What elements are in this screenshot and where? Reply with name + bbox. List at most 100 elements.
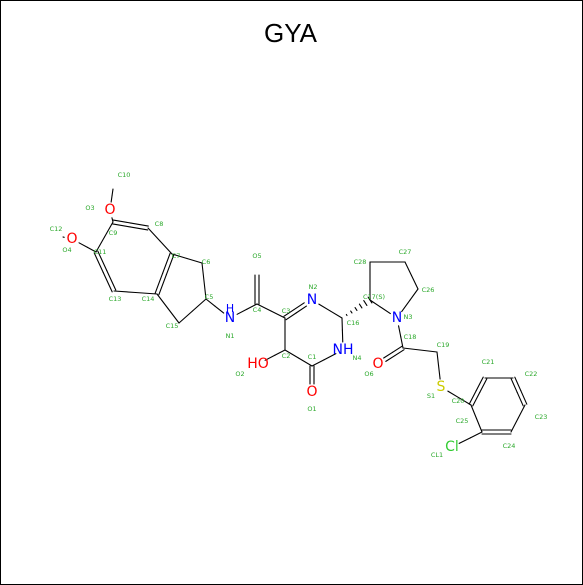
bond-c25-cl1	[470, 431, 483, 439]
bond-c16-c17	[350, 310, 353, 314]
bond-c19-s1	[436, 351, 440, 367]
atom-label-c26: C26	[422, 286, 435, 294]
atom-label-c24: C24	[503, 442, 516, 450]
atom-label-c21: C21	[482, 358, 495, 366]
bond-c9-c8	[112, 223, 131, 228]
bond-n3-c17	[379, 306, 391, 315]
bond-c3-n2	[295, 305, 308, 314]
atom-label-c18: C18	[404, 333, 417, 341]
bond-c25-c20	[475, 417, 483, 433]
bond-c2-o2	[264, 354, 276, 361]
bond-c18-o6	[392, 345, 403, 353]
bond-c9-c8	[130, 222, 149, 227]
bond-c19-s1	[437, 364, 441, 380]
bond-c11-c9	[103, 221, 114, 238]
bond-n3-c18	[400, 336, 404, 349]
bond-c11-c9	[95, 236, 106, 253]
bond-c8-c7	[159, 240, 173, 255]
atom-label-o6: O6	[364, 370, 373, 378]
atom-label-c23: C23	[535, 413, 548, 421]
bond-c4-c3	[256, 303, 272, 312]
atom-symbol-o4: O	[66, 231, 77, 247]
atom-label-c22: C22	[525, 370, 538, 378]
atom-label-n4: N4	[353, 354, 362, 362]
atom-label-c6: C6	[202, 258, 211, 266]
atom-label-c5: C5	[205, 293, 214, 301]
atom-label-c14: C14	[142, 295, 155, 303]
atom-label-c15: C15	[166, 322, 179, 330]
atom-symbol-o6: O	[372, 356, 383, 372]
bond-c15-c14	[167, 307, 180, 324]
bond-n3-c17	[369, 299, 381, 308]
bond-c5-n1	[214, 305, 225, 314]
atom-symbol-cl1: Cl	[445, 439, 459, 455]
atom-label-o3: O3	[85, 204, 94, 212]
bond-c8-c7	[147, 227, 161, 242]
bond-n4-c1	[311, 359, 325, 367]
bond-c5-n1	[205, 298, 216, 307]
bond-c22-c23	[520, 390, 528, 405]
bond-c13-c11	[106, 270, 117, 291]
bond-c11-o4	[86, 246, 97, 253]
bond-c18-o6	[383, 351, 394, 359]
bond-c3-n2	[293, 302, 305, 311]
bond-n2-c16	[329, 310, 343, 319]
bond-c5-c15	[191, 298, 207, 312]
bond-c13-c11	[97, 250, 108, 272]
bond-c7-c14	[158, 274, 167, 296]
bond-c9-c8	[129, 226, 149, 231]
bond-c9-c8	[112, 219, 132, 224]
bond-c7-c6	[186, 257, 203, 264]
atom-label-n3: N3	[404, 313, 413, 321]
atom-label-c7: C7	[172, 252, 181, 260]
bond-n4-c1	[323, 353, 337, 361]
bond-c22-c23	[514, 376, 522, 392]
bond-c20-c21	[475, 376, 484, 392]
bond-s1-c20	[447, 390, 460, 399]
atom-label-o2: O2	[235, 370, 244, 378]
bond-c13-c11	[93, 252, 104, 273]
atom-label-c2: C2	[282, 352, 291, 360]
atom-label-c17: C17(S)	[363, 293, 385, 301]
bond-c16-c17	[354, 306, 358, 312]
atom-label-c1: C1	[308, 353, 317, 361]
bond-c27-c26	[404, 261, 413, 277]
atom-symbol-n4: NH	[333, 342, 354, 358]
atom-label-cl1: CL1	[431, 451, 443, 459]
atom-label-c19: C19	[437, 341, 450, 349]
bond-c7-c14	[162, 252, 171, 274]
atom-symbol-n3: N	[392, 310, 402, 326]
bond-c14-c13	[134, 291, 158, 295]
bond-c15-c14	[156, 293, 169, 310]
bond-c1-c2	[284, 349, 300, 359]
bond-c1-c2	[297, 357, 313, 367]
bond-c22-c23	[510, 378, 518, 393]
bond-c6-c5	[201, 262, 205, 282]
atom-label-c10: C10	[118, 171, 131, 179]
bond-c2-o2	[274, 349, 286, 356]
bond-c22-c23	[516, 391, 524, 407]
bond-c18-c19	[419, 349, 438, 353]
bond-c7-c6	[171, 253, 188, 260]
bond-c4-c3	[270, 310, 286, 319]
atom-label-n1: N1	[226, 332, 235, 340]
bond-n1-c4	[236, 308, 248, 315]
atom-label-n2: N2	[309, 283, 318, 291]
bond-n1-c4	[246, 303, 258, 310]
bond-c7-c14	[165, 254, 175, 276]
bond-c3-n2	[285, 312, 297, 321]
bond-c23-c24	[517, 404, 526, 420]
bond-c26-n3	[401, 299, 411, 313]
atom-label-c3: C3	[282, 307, 291, 315]
bond-c26-n3	[409, 288, 419, 301]
bond-c11-o4	[78, 242, 89, 248]
bond-c27-c26	[410, 274, 419, 290]
atom-symbol-o2: HO	[247, 356, 269, 372]
atom-label-c11: C11	[94, 248, 107, 256]
bond-n3-c18	[398, 325, 402, 338]
bond-c25-cl1	[458, 437, 472, 444]
bond-c20-c21	[472, 391, 481, 407]
